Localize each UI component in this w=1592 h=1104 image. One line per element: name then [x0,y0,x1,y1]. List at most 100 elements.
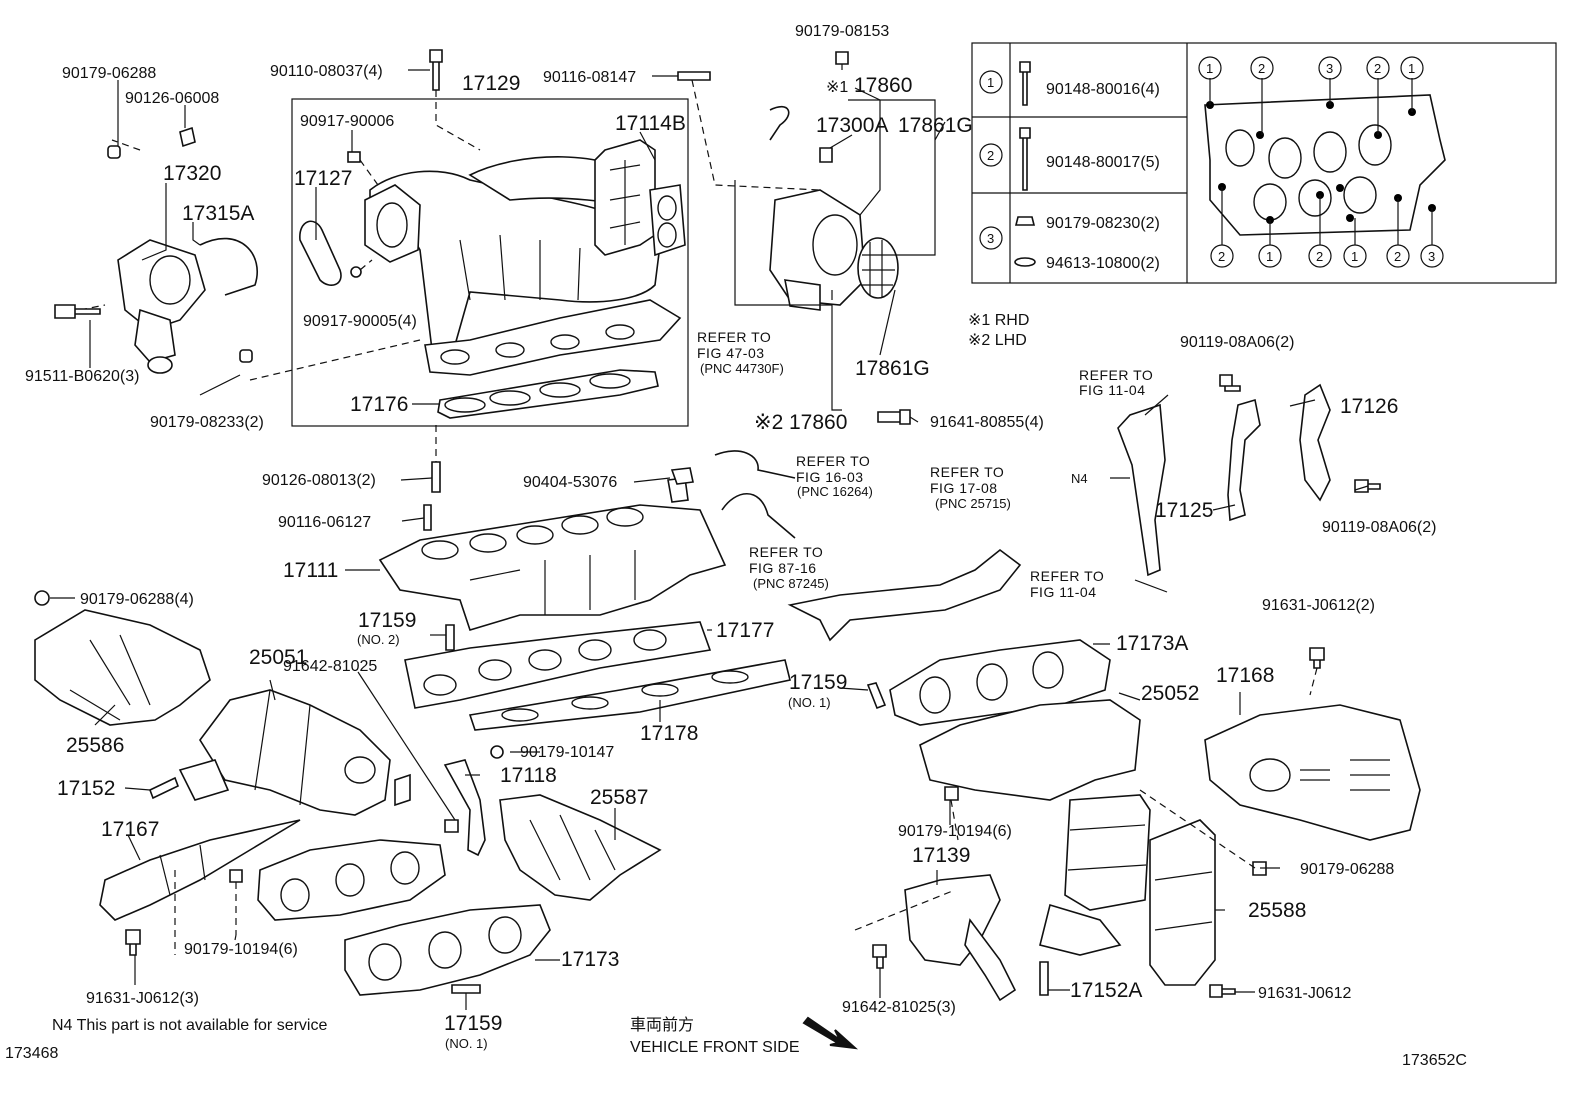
stud-17159-no1-right [866,682,887,710]
ref-fig16-line2: FIG 16-03 [796,469,864,485]
label-17860-bottom: 17860 [789,411,847,434]
gasket-17861g [857,237,899,299]
ref-fig11-line2: FIG 11-04 [1079,382,1146,398]
bolt-91631-j0612-2 [1309,647,1325,669]
hose-pnc-87245 [721,493,796,539]
stud-17152a [1039,961,1049,996]
label-17173: 17173 [561,948,619,971]
gasket-17177 [404,621,712,709]
label-lhd-mark: ※2 [754,411,783,434]
label-91631-j0612: 91631-J0612 [1258,985,1352,1002]
throttle-body-17860 [769,105,866,311]
label-17129: 17129 [462,72,520,95]
table-row3-part-a: 90179-08230(2) [1046,215,1160,232]
bolt-callout-bottom-6: 3 [1428,249,1435,264]
label-17159-no2: 17159 [358,609,416,632]
nut-90179-08153 [835,51,849,65]
label-25588: 25588 [1248,899,1306,922]
bolt-callout-bottom-3: 2 [1316,249,1323,264]
ref-fig87-line3: (PNC 87245) [753,576,829,591]
figure-number-left: 173468 [5,1045,58,1062]
leader-lines [50,69,1369,1010]
bolt-91642-81025 [444,819,459,833]
label-no1-bottom: (NO. 1) [445,1036,488,1051]
ref-fig11-line1: REFER TO [1079,367,1153,383]
label-17173a: 17173A [1116,632,1188,655]
label-90116-06127: 90116-06127 [278,514,371,531]
label-91511-b0620: 91511-B0620(3) [25,368,139,385]
front-direction-arrow [802,1016,859,1050]
label-17167: 17167 [101,818,159,841]
label-91641-80855: 91641-80855(4) [930,414,1044,431]
label-17178: 17178 [640,722,698,745]
bolt-table [971,42,1557,284]
table-row2-part: 90148-80017(5) [1046,154,1160,171]
gasket-17178 [468,659,791,731]
ref-fig47-line3: (PNC 44730F) [700,361,784,376]
label-17159-no1-right: 17159 [789,671,847,694]
table-row3-num: 3 [987,231,994,246]
label-17168: 17168 [1216,664,1274,687]
ref-fig11b-line2: FIG 11-04 [1030,584,1097,600]
gasket-17173 [344,904,551,996]
bolt-callout-top-5: 1 [1408,61,1415,76]
ref-fig17-line3: (PNC 25715) [935,496,1011,511]
label-front-jp: 車両前方 [630,1016,694,1034]
upper-intake-group-frame [291,98,689,427]
nut-90179-10194-left [229,869,243,883]
note-rhd: ※1 RHD [968,312,1029,329]
stay-17126 [1299,383,1331,502]
exhaust-manifold-converter-25051 [178,689,411,816]
nut-90179-06288-4 [34,590,50,606]
bolt-91642-81025-3 [872,944,887,969]
label-17152: 17152 [57,777,115,800]
stud-17159-no2 [445,624,455,651]
bolt-91631-j0612 [1209,984,1236,998]
label-90119-08a06-top: 90119-08A06(2) [1180,334,1294,351]
label-17125: 17125 [1155,499,1213,522]
heat-insulator-25586 [34,609,211,726]
label-17118: 17118 [500,764,557,787]
label-rhd-mark: ※1 [826,79,848,96]
label-90126-06008: 90126-06008 [125,90,219,107]
label-17114b: 17114B [615,112,686,135]
label-17177: 17177 [716,619,774,642]
stud-90116-06127 [423,504,432,531]
lower-intake-manifold [378,477,727,631]
exhaust-manifold-flange [257,839,446,921]
heat-insulator-25588 [1149,819,1216,986]
label-no2: (NO. 2) [357,632,400,647]
bolt-90119-08a06-top [1219,374,1241,392]
table-row3-part-b: 94613-10800(2) [1046,255,1160,272]
label-17861g-bottom: 17861G [855,357,930,380]
bolt-91641-80855 [877,409,911,425]
gasket-17127 [299,220,342,286]
label-91631-j0612-3: 91631-J0612(3) [86,990,199,1007]
table-row1-num: 1 [987,75,994,90]
nut-90179-10194-right [944,786,959,801]
bolt-callout-bottom-5: 2 [1394,249,1401,264]
label-90179-08153: 90179-08153 [795,23,889,40]
label-no1-right: (NO. 1) [788,695,831,710]
stay-17118 [443,759,486,857]
heat-insulator-17167 [99,819,301,921]
label-17861g-top: 17861G [898,114,973,137]
hose-90404-53076 [670,467,694,485]
vacuum-hose-17315a [199,237,258,296]
label-17127: 17127 [294,167,352,190]
label-n4-mark: N4 [1071,471,1088,486]
bolt-91511-b0620 [54,304,101,319]
label-25052: 25052 [1141,682,1199,705]
label-25586: 25586 [66,734,124,757]
bolt-callout-bottom-1: 2 [1218,249,1225,264]
label-90116-08147: 90116-08147 [543,69,636,86]
note-lhd: ※2 LHD [968,332,1027,349]
table-row2-num: 2 [987,148,994,163]
figure-number-right: 173652C [1402,1052,1467,1069]
label-front-en: VEHICLE FRONT SIDE [630,1039,800,1056]
label-17315a: 17315A [182,202,254,225]
label-17126: 17126 [1340,395,1398,418]
ref-fig87-line1: REFER TO [749,544,823,560]
